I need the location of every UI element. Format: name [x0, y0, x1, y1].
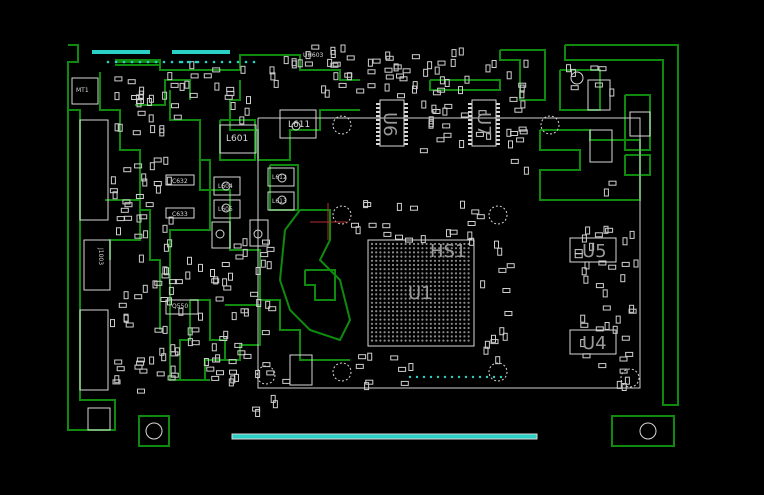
connector-strips [92, 50, 538, 440]
cursor-crosshair [310, 203, 348, 240]
board-outline-traces [67, 44, 679, 447]
mounting-holes [145, 71, 657, 440]
bga-u1[interactable] [367, 239, 475, 347]
left-connectors [71, 77, 111, 431]
ic-u7[interactable] [468, 99, 500, 147]
ic-u4[interactable] [569, 329, 617, 355]
ic-u5[interactable] [569, 237, 617, 263]
vias [106, 60, 503, 379]
smd-components [109, 44, 639, 417]
ic-u6[interactable] [376, 99, 408, 147]
silkscreen-outline [257, 117, 641, 389]
component-bodies [165, 79, 651, 386]
